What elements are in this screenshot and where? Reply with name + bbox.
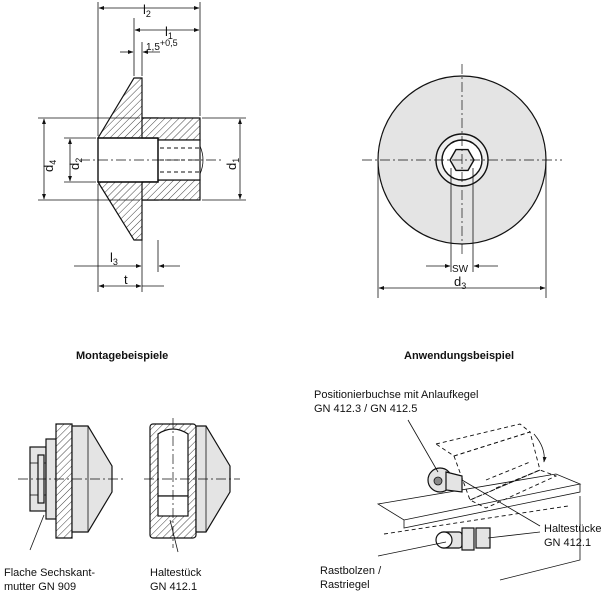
- dim-d2: d2: [67, 158, 84, 170]
- section-view: l2 l1 1,5+0,5 d4 d2 d1: [38, 2, 246, 292]
- heading-application-example: Anwendungsbeispiel: [404, 350, 514, 362]
- label-nut-line1: Flache Sechskant-: [4, 567, 95, 579]
- dim-l1: l1: [165, 24, 173, 41]
- label-holder-line1: Haltestück: [150, 567, 202, 579]
- label-bushing-line1: Positionierbuchse mit Anlaufkegel: [314, 389, 478, 401]
- plate-section: [55, 423, 73, 539]
- dim-l3: l3: [110, 250, 118, 267]
- label-holders-line2: GN 412.1: [544, 537, 591, 549]
- body-lower-wall: [141, 179, 201, 201]
- application-example: Positionierbuchse mit Anlaufkegel GN 412…: [314, 389, 601, 591]
- dim-t: t: [124, 272, 128, 287]
- dim-d1: d1: [224, 158, 241, 170]
- swing-arm: [434, 423, 531, 457]
- mounting-example-holder: Haltestück GN 412.1: [144, 418, 240, 593]
- base-plate: [376, 473, 582, 521]
- label-bolt-line1: Rastbolzen /: [320, 565, 382, 577]
- dim-offset: 1,5+0,5: [146, 38, 178, 53]
- dim-sw: SW: [452, 264, 469, 275]
- label-bolt-line2: Rastriegel: [320, 579, 370, 591]
- label-nut-line2: mutter GN 909: [4, 581, 76, 593]
- dim-d3: d3: [454, 274, 466, 291]
- dim-l2: l2: [143, 2, 151, 19]
- label-bushing-line2: GN 412.3 / GN 412.5: [314, 403, 417, 415]
- front-view: SW d3: [362, 64, 562, 298]
- label-holders-line1: Haltestücke: [544, 523, 601, 535]
- mounting-example-nut: Flache Sechskant- mutter GN 909: [4, 423, 124, 593]
- dim-d4: d4: [41, 160, 58, 172]
- body-upper-wall: [141, 117, 201, 141]
- label-holder-line2: GN 412.1: [150, 581, 197, 593]
- heading-mounting-examples: Montagebeispiele: [76, 350, 168, 362]
- holder-block-app: [475, 527, 491, 549]
